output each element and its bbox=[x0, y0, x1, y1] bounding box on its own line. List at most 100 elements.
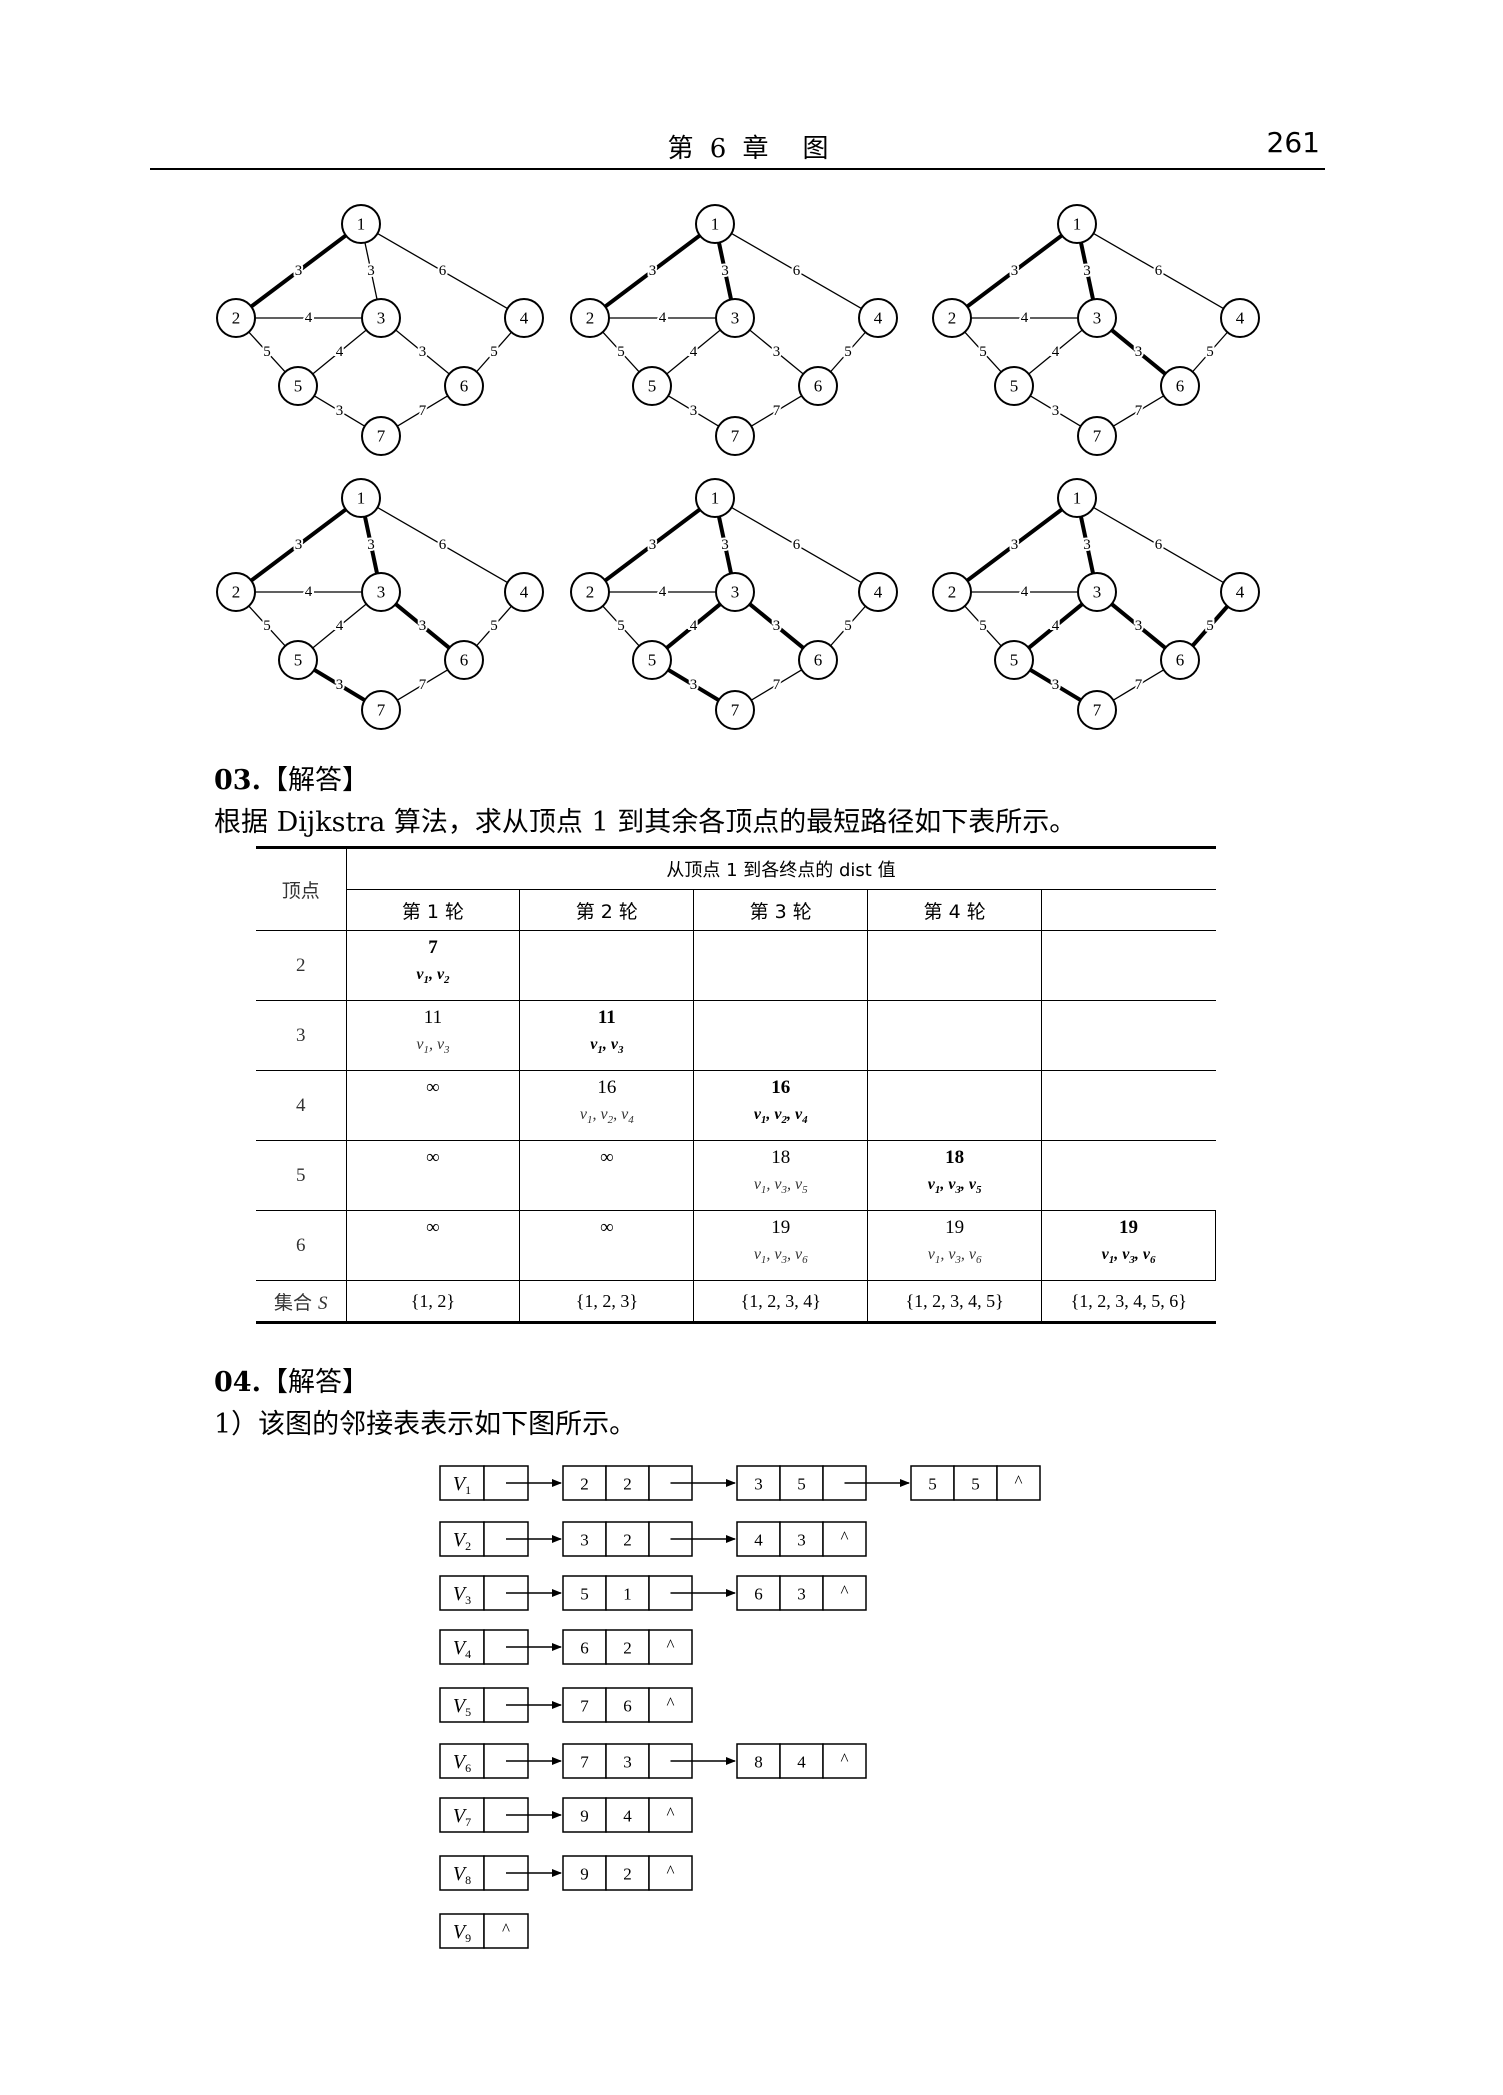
edge-3-6 bbox=[395, 329, 450, 375]
dist-value: 19 bbox=[771, 1217, 791, 1238]
arc-adjvex: 7 bbox=[580, 1697, 589, 1716]
edge-weight-1-2: 3 bbox=[649, 263, 657, 279]
graph-node-2: 2 bbox=[932, 572, 972, 612]
graph-node-5: 5 bbox=[278, 366, 318, 406]
dist-cell: ∞ bbox=[519, 1210, 695, 1281]
edge-3-5 bbox=[1027, 602, 1084, 650]
graph-node-4: 4 bbox=[858, 572, 898, 612]
edge-1-4 bbox=[1093, 506, 1224, 584]
svg-text:5: 5 bbox=[648, 377, 657, 396]
graph-node-4: 4 bbox=[504, 298, 544, 338]
header-rule bbox=[150, 168, 1325, 170]
dist-value: 19 bbox=[945, 1217, 965, 1238]
dist-table: 顶点 从顶点 1 到各终点的 dist 值 第 1 轮第 2 轮第 3 轮第 4… bbox=[256, 846, 1216, 1324]
svg-text:7: 7 bbox=[377, 427, 386, 446]
graph-node-3: 3 bbox=[1077, 572, 1117, 612]
graph-node-7: 7 bbox=[361, 416, 401, 456]
edge-3-6 bbox=[748, 602, 805, 650]
edge-weight-2-3: 4 bbox=[305, 310, 313, 326]
arc-weight: 3 bbox=[797, 1585, 806, 1604]
edge-weight-3-5: 4 bbox=[1052, 344, 1060, 360]
edge-weight-6-7: 7 bbox=[419, 677, 427, 693]
svg-text:4: 4 bbox=[1236, 583, 1245, 602]
edge-6-7 bbox=[1112, 669, 1165, 701]
edge-5-7 bbox=[313, 668, 366, 702]
dist-cell: 16 v1, v2, v4 bbox=[693, 1070, 869, 1141]
dist-value: ∞ bbox=[426, 1077, 440, 1098]
svg-text:4: 4 bbox=[1236, 309, 1245, 328]
edge-4-6 bbox=[1191, 604, 1229, 648]
edge-weight-3-5: 4 bbox=[336, 344, 344, 360]
dist-value: 18 bbox=[945, 1147, 965, 1168]
edge-weight-1-2: 3 bbox=[295, 537, 303, 553]
round-header-5 bbox=[1041, 889, 1216, 931]
edge-2-5 bbox=[602, 605, 640, 647]
edge-1-2 bbox=[965, 507, 1064, 583]
edge-6-7 bbox=[750, 395, 803, 427]
edge-3-6 bbox=[749, 329, 804, 375]
set-value: {1, 2, 3, 4, 5, 6} bbox=[1041, 1280, 1216, 1323]
arc-weight: 5 bbox=[797, 1475, 806, 1494]
graph-node-3: 3 bbox=[361, 572, 401, 612]
arc-adjvex: 4 bbox=[754, 1531, 763, 1550]
edge-1-3 bbox=[1078, 242, 1096, 300]
vertex-label: 5 bbox=[256, 1140, 347, 1211]
graph-node-6: 6 bbox=[1160, 366, 1200, 406]
svg-text:5: 5 bbox=[648, 651, 657, 670]
graph-node-3: 3 bbox=[1077, 298, 1117, 338]
dist-value: 16 bbox=[771, 1077, 791, 1098]
arrowhead-icon bbox=[552, 1535, 562, 1543]
graph-node-7: 7 bbox=[715, 416, 755, 456]
svg-text:6: 6 bbox=[460, 651, 469, 670]
arc-weight: 3 bbox=[797, 1531, 806, 1550]
arc-weight: 6 bbox=[623, 1697, 632, 1716]
svg-text:3: 3 bbox=[1093, 583, 1102, 602]
graph-node-5: 5 bbox=[632, 366, 672, 406]
arc-weight: 4 bbox=[623, 1807, 632, 1826]
arrowhead-icon bbox=[552, 1643, 562, 1651]
graph-node-5: 5 bbox=[994, 640, 1034, 680]
graph-node-2: 2 bbox=[216, 298, 256, 338]
edge-weight-2-5: 5 bbox=[263, 618, 271, 634]
edge-weight-1-4: 6 bbox=[793, 263, 801, 279]
arrowhead-icon bbox=[726, 1757, 736, 1765]
dist-path: v1, v2 bbox=[416, 966, 450, 987]
svg-text:1: 1 bbox=[1073, 489, 1082, 508]
graph-node-1: 1 bbox=[1057, 478, 1097, 518]
null-pointer: ^ bbox=[841, 1582, 849, 1601]
edge-weight-4-6: 5 bbox=[490, 618, 498, 634]
graph-node-5: 5 bbox=[278, 640, 318, 680]
edge-weight-2-5: 5 bbox=[263, 344, 271, 360]
arc-weight: 1 bbox=[623, 1585, 632, 1604]
svg-text:1: 1 bbox=[1073, 215, 1082, 234]
edge-weight-6-7: 7 bbox=[773, 677, 781, 693]
edge-weight-2-5: 5 bbox=[617, 618, 625, 634]
edge-1-4 bbox=[731, 506, 862, 584]
edge-weight-2-3: 4 bbox=[659, 310, 667, 326]
dist-main-header: 从顶点 1 到各终点的 dist 值 bbox=[345, 847, 1216, 890]
graph-node-4: 4 bbox=[504, 572, 544, 612]
vertex-label: 6 bbox=[256, 1210, 347, 1281]
edge-weight-2-3: 4 bbox=[1021, 310, 1029, 326]
edge-weight-3-6: 3 bbox=[419, 618, 427, 634]
edge-weight-5-7: 3 bbox=[336, 677, 344, 693]
null-pointer: ^ bbox=[502, 1920, 510, 1939]
dist-path: v1, v2, v4 bbox=[753, 1106, 808, 1127]
edge-weight-3-6: 3 bbox=[1135, 344, 1143, 360]
arrowhead-icon bbox=[552, 1479, 562, 1487]
